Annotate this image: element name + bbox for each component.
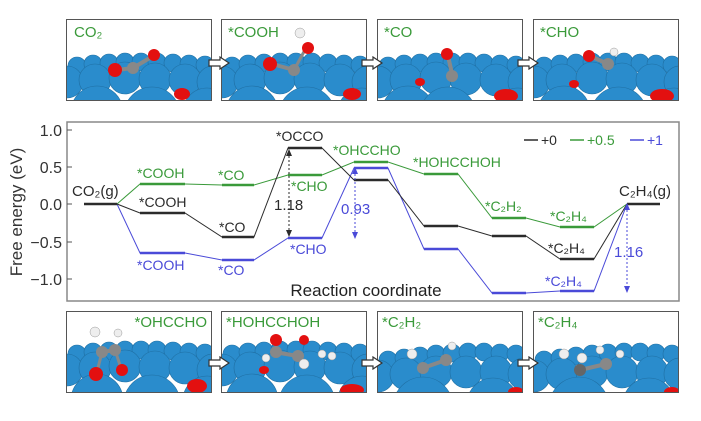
legend-label-plus-0.5: +0.5 [587,132,615,148]
surface-illustration [534,342,678,392]
panel-label: *HOHCCHOH [226,314,321,331]
label-blue-co: *CO [218,262,245,278]
plot-frame [66,121,680,302]
structure-panel-c2h4: *C₂H₄ [533,311,679,393]
surface-illustration [222,27,366,100]
surface-illustration [378,48,522,100]
surface-illustration [378,341,522,392]
structure-panel-cho: *CHO [533,19,679,101]
arrow-right-icon [361,355,384,371]
panel-label: CO₂ [74,24,103,41]
y-tick-label: 1.0 [40,123,62,140]
series-plus-0 [84,146,660,261]
legend: +0 +0.5 +1 [524,132,663,148]
arrow-right-icon [361,55,384,71]
panel-label: *COOH [228,24,279,41]
annotation-0.93: 0.93 [341,201,370,218]
annotation-arrow-1.16 [624,203,630,293]
legend-label-plus-1: +1 [647,132,663,148]
surface-illustration [534,47,678,100]
arrow-right-icon [208,55,231,71]
label-green-cho: *CHO [291,178,328,194]
arrow-right-icon [208,355,231,371]
y-tick-label: −0.5 [30,235,62,252]
label-co2g: CO₂(g) [72,183,119,200]
arrow-right-icon [517,55,540,71]
annotation-arrow-1.18 [286,149,292,237]
y-tick-label: 0.0 [40,197,62,214]
panel-label: *CO [384,24,413,41]
label-blue-c2h4: *C₂H₄ [545,273,582,289]
label-green-c2h2: *C₂H₂ [485,198,522,214]
label-black-co: *CO [219,219,246,235]
panel-label: *OHCCHO [134,314,207,331]
y-axis-label: Free energy (eV) [7,148,26,277]
structure-panel-co: *CO [377,19,523,101]
label-black-c2h4: *C₂H₄ [548,240,585,256]
x-axis-label: Reaction coordinate [290,281,441,300]
label-black-cooh: *COOH [139,194,186,210]
surface-illustration [67,326,211,392]
label-green-hohcchoh: *HOHCCHOH [413,154,501,170]
panel-label: *C₂H₄ [538,314,578,331]
annotation-1.18: 1.18 [274,197,303,214]
y-ticks [67,129,72,280]
label-black-occo: *OCCO [276,128,324,144]
label-green-co: *CO [218,167,245,183]
label-blue-cho: *CHO [290,241,327,257]
y-tick-label: 0.5 [40,160,62,177]
surface-illustration [67,20,211,100]
panel-label: *C₂H₂ [382,314,422,331]
label-blue-cooh: *COOH [137,257,184,273]
structure-panel-c2h2: *C₂H₂ [377,311,523,393]
panel-label: *CHO [540,24,580,41]
structure-panel-cooh: *COOH [221,19,367,101]
surface-illustration [222,334,366,392]
structure-panel-hohcchoh: *HOHCCHOH [221,311,367,393]
y-tick-label: −1.0 [30,272,62,289]
label-green-ohccho: *OHCCHO [333,142,401,158]
arrow-right-icon [517,355,540,371]
structure-panel-co2: CO₂ [66,19,212,101]
label-green-cooh: *COOH [137,165,184,181]
series-plus-1 [116,166,628,295]
label-green-c2h4: *C₂H₄ [550,208,587,224]
legend-label-plus-0: +0 [541,132,557,148]
series-plus-0.5 [116,160,628,229]
structure-panel-ohccho: *OHCCHO [66,311,212,393]
annotation-arrow-0.93 [352,167,358,239]
annotation-1.16: 1.16 [614,244,643,261]
label-c2h4g: C₂H₄(g) [619,183,671,200]
